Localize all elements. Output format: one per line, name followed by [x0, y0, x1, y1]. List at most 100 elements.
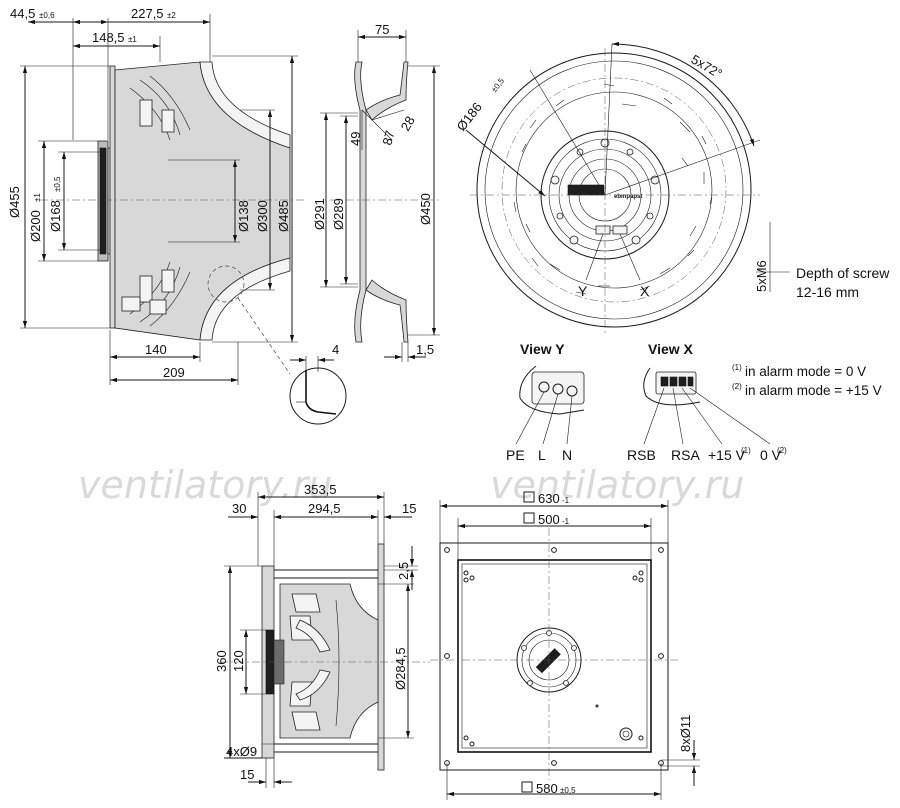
dim-227-5: 227,5: [131, 6, 164, 21]
dim-15-top: 15: [402, 501, 416, 516]
dim-200-tol: ±1: [33, 193, 42, 202]
view-y-title: View Y: [520, 341, 565, 357]
dim-44-5: 44,5: [10, 6, 35, 21]
inlet-ring-front: [354, 61, 367, 343]
dims-top-left: 44,5 ±0,6 227,5 ±2 148,5 ±1 Ø455 Ø200 ±1: [7, 6, 347, 425]
alarm-notes: (1) in alarm mode = 0 V (2) in alarm mod…: [732, 363, 882, 398]
label-y: Y: [578, 283, 588, 299]
dim-186: Ø186: [454, 100, 485, 134]
dim-284-5: Ø284,5: [393, 647, 408, 690]
backplate: [109, 65, 116, 329]
dim-353-5: 353,5: [304, 482, 337, 497]
connector-x: [612, 225, 628, 235]
connector-y: [595, 225, 611, 235]
inlet-ring-view: 75 49 87 28 Ø291 Ø289 Ø450 1,5: [312, 22, 440, 362]
dim-4: 4: [332, 342, 339, 357]
view-x-housing: [643, 367, 701, 406]
motor-rotor: [99, 147, 107, 255]
note1-sup: (1): [732, 363, 742, 372]
dim-630-tol: -1: [562, 496, 570, 505]
dim-75: 75: [375, 22, 389, 37]
detail-circle-small: [207, 265, 245, 303]
depth-line1: Depth of screw: [796, 265, 890, 281]
mounted-blades: [289, 593, 340, 731]
dim-49: 49: [348, 132, 363, 146]
dim-15-bottom: 15: [240, 767, 254, 782]
inlet-flare-top: [365, 61, 409, 121]
watermark-left: ventilatory.ru: [78, 463, 332, 507]
view-x: View X RSB RSA +15 V (1) 0 V (2): [627, 341, 787, 463]
watermark-right: ventilatory.ru: [490, 463, 744, 507]
dim-87: 87: [379, 129, 397, 147]
view-x-pin-0v: 0 V: [760, 447, 782, 463]
dim-200: Ø200: [28, 210, 43, 242]
dim-360: 360: [214, 650, 229, 672]
dim-291: Ø291: [312, 198, 327, 230]
dim-580-tol: ±0,5: [560, 786, 576, 795]
dim-500-tol: -1: [562, 517, 570, 526]
blades-side: [121, 75, 191, 327]
view-x-sup1: (1): [741, 446, 751, 455]
outer-ring: [476, 52, 752, 328]
detail-leader: [237, 297, 291, 375]
blade-slots: [513, 83, 713, 295]
dim-580: 580: [536, 781, 558, 796]
mounted-side-view: 353,5 30 294,5 15 2,5 360 120 Ø284,5: [214, 482, 430, 788]
dim-30: 30: [232, 501, 246, 516]
plate-inner: [457, 559, 652, 753]
dim-140: 140: [145, 342, 167, 357]
dim-186-tol: ±0,5: [489, 76, 506, 94]
note2-sup: (2): [732, 382, 742, 391]
dim-630: 630: [538, 491, 560, 506]
watermark-layer: ventilatory.ru ventilatory.ru: [78, 463, 744, 507]
dim-485: Ø485: [276, 200, 291, 232]
dim-1-5: 1,5: [416, 342, 434, 357]
cable-duct: [567, 184, 605, 196]
cable-gland: [619, 727, 633, 741]
view-y-pin-l: L: [538, 447, 546, 463]
plate-outer: [439, 542, 669, 771]
detail-profile: [305, 370, 337, 415]
dim-450: Ø450: [418, 193, 433, 225]
dim-5x72: 5x72°: [689, 52, 725, 82]
plate-cable: [535, 648, 561, 674]
dim-455: Ø455: [7, 186, 22, 218]
front-plate: [377, 543, 385, 771]
dim-5xM6: 5xM6: [754, 260, 769, 292]
dim-28: 28: [398, 113, 418, 133]
front-view-top-right: ebmpapst Ø186 ±0,5 5x72° 5xM6 Depth of s…: [454, 41, 890, 335]
inlet-flare-bottom: [365, 279, 409, 343]
dim-2-5: 2,5: [396, 562, 411, 580]
dim-294-5: 294,5: [308, 501, 341, 516]
dim-168: Ø168: [48, 200, 63, 232]
dim-8x11: 8xØ11: [678, 715, 693, 752]
view-y-housing: [519, 365, 585, 415]
detail-circle-large: [289, 367, 347, 425]
view-x-title: View X: [648, 341, 694, 357]
view-y-pin-pe: PE: [506, 447, 525, 463]
view-x-pin-rsb: RSB: [627, 447, 656, 463]
depth-line2: 12-16 mm: [796, 284, 859, 300]
view-x-sup2: (2): [777, 446, 787, 455]
dim-168-tol: ±0,5: [53, 176, 62, 192]
note2-text: in alarm mode = +15 V: [745, 383, 882, 398]
dim-4x9: 4xØ9: [226, 744, 257, 759]
brand-label: ebmpapst: [614, 194, 642, 200]
dim-138: Ø138: [236, 200, 251, 232]
dim-227-5-tol: ±2: [167, 11, 176, 20]
dim-148-5: 148,5: [92, 30, 125, 45]
side-view-top-left: 44,5 ±0,6 227,5 ±2 148,5 ±1 Ø455 Ø200 ±1: [7, 6, 347, 425]
view-x-pin-15v: +15 V: [708, 447, 746, 463]
mounting-plate-view: 630 -1 500 -1 580 ±0,5 8xØ11: [430, 491, 700, 800]
dim-300: Ø300: [255, 200, 270, 232]
dim-44-5-tol: ±0,6: [39, 11, 55, 20]
note1-text: in alarm mode = 0 V: [745, 364, 866, 379]
label-x: X: [640, 283, 650, 299]
view-y-pin-n: N: [562, 447, 572, 463]
view-x-pin-rsa: RSA: [671, 447, 700, 463]
dim-148-5-tol: ±1: [128, 35, 137, 44]
dim-500: 500: [538, 512, 560, 527]
dim-209: 209: [163, 365, 185, 380]
view-y: View Y PE L N: [506, 341, 585, 463]
